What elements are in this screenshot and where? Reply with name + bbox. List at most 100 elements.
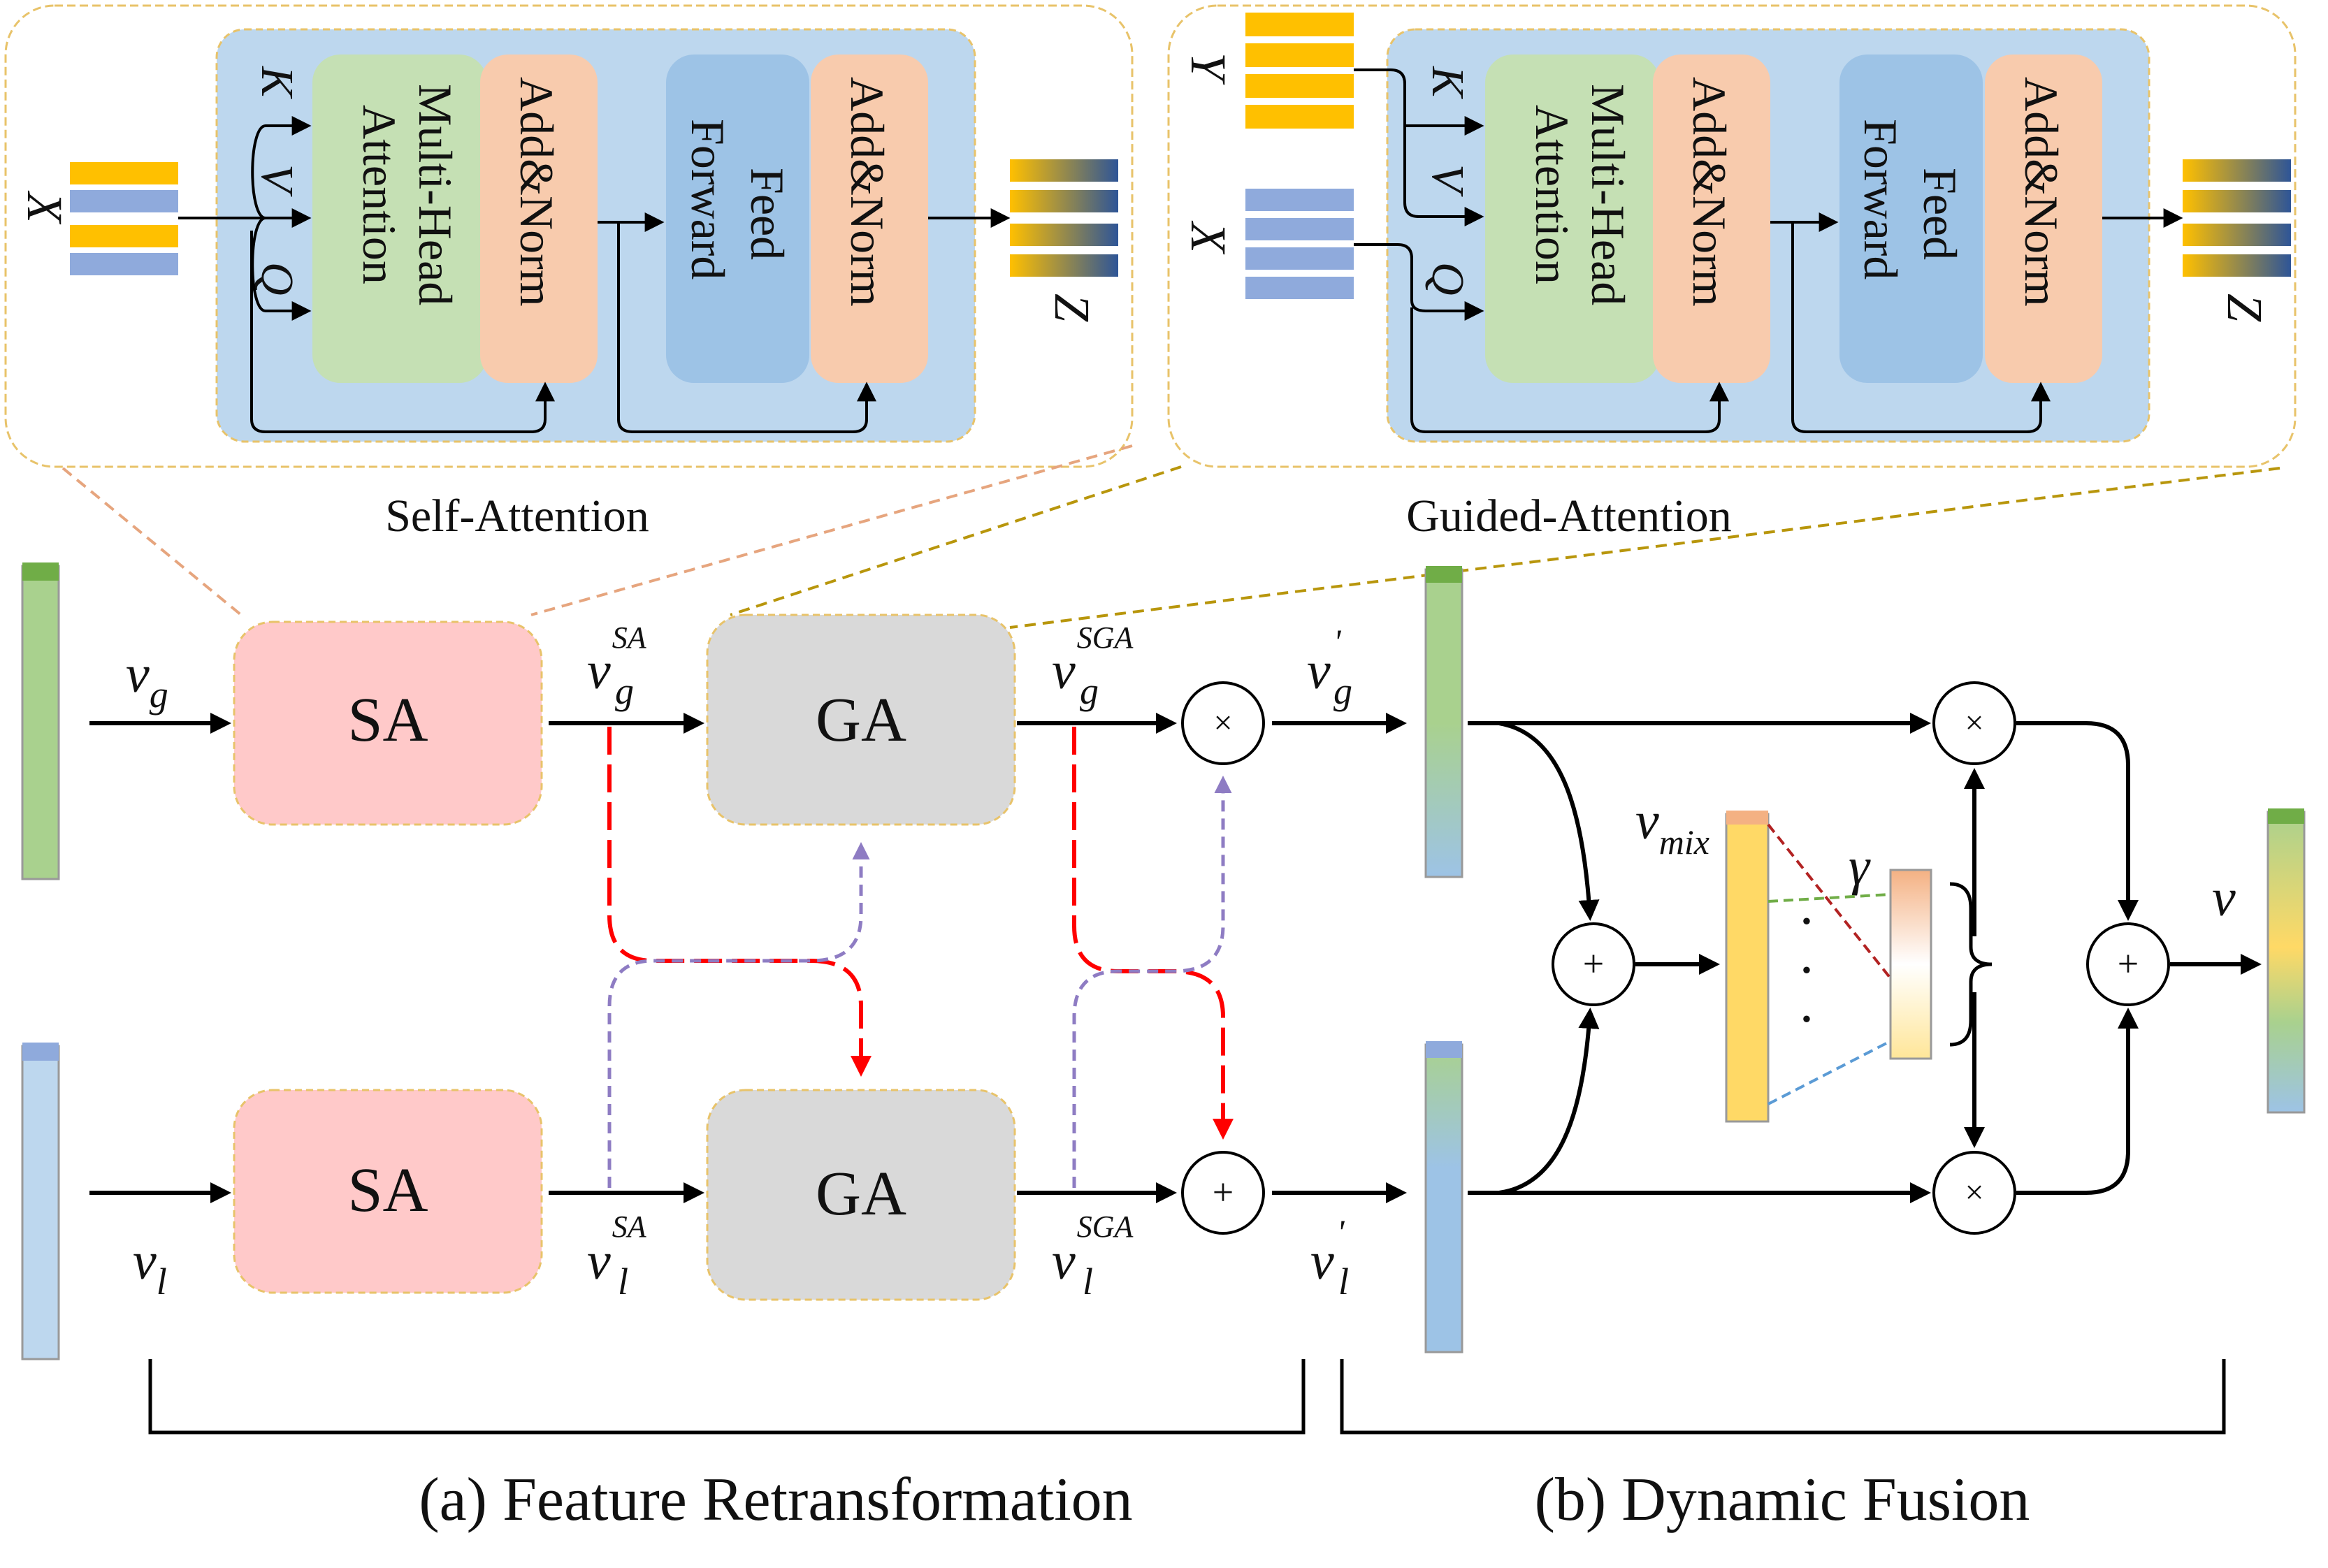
ga-ff-line1: Feed [1914,168,1967,260]
ga-y-to-k [1354,68,1484,136]
vmix-bar-top [1726,811,1768,825]
ga-q-label: Q [1422,262,1473,296]
sa-x-token-2 [70,190,178,212]
fusion-dots-3: · [1798,989,1816,1050]
sa-addnorm2-box [811,55,928,383]
red-dash-1 [607,727,872,1077]
ga-bottom-box [706,1089,1016,1301]
sa-ff-line1: Feed [741,168,794,260]
sa-bottom-box [233,1089,543,1294]
ga-y-token-1 [1245,13,1354,36]
fusion-dash-green [1767,893,1891,903]
sa-ff-box [666,55,809,383]
ga-residual1 [1410,307,1729,433]
ga-addnorm2-label: Add&Norm [2015,77,2068,307]
plus-symbol-a: + [1213,1171,1234,1213]
label-vmix: vmix [1635,792,1709,862]
vl-input-bar-top [22,1043,59,1061]
sa-top-label: SA [347,685,428,755]
ga-mha-box [1485,55,1660,383]
mult-symbol-bottom: × [1965,1174,1983,1211]
fusion-dots-2: · [1798,940,1816,1001]
ga-k-label: K [1422,66,1473,99]
ga-addnorm2-box [1985,55,2102,383]
label-vg: vg [126,645,168,716]
label-vl: vl [133,1232,167,1302]
vlp-bar [1424,1043,1463,1353]
sa-addnorm2-label: Add&Norm [841,77,894,307]
self-attention-detail: Multi-Head Attention Add&Norm Feed Forwa… [17,28,1118,443]
sa-x-token-4 [70,253,178,275]
ga-z-token-3 [2183,224,2291,246]
ga-z-token-2 [2183,190,2291,212]
vgp-bar [1424,568,1463,878]
label-v-out: v [2212,869,2236,927]
caption-a: (a) Feature Retransformation [419,1466,1132,1534]
sa-residual1 [250,231,555,433]
sa-top-box [233,620,543,826]
plus-symbol-merge: + [1583,943,1604,985]
arrow-vlp-to-merge [1498,1008,1600,1195]
sa-k-arrow [251,116,312,219]
zoom-line-ga-right [1009,467,2280,629]
sa-z-token-4 [1010,254,1118,277]
caption-b: (b) Dynamic Fusion [1535,1466,2030,1534]
arrow-vgp-to-merge [1498,721,1600,921]
ga-bottom-label: GA [816,1159,906,1228]
ga-v-label: V [1422,164,1473,197]
plus-circle-a [1181,1151,1265,1235]
purple-dash-2 [1072,776,1232,1188]
label-gamma: γ [1849,837,1871,896]
sa-k-label: K [252,66,303,99]
sa-bottom-label: SA [347,1156,428,1225]
label-vgp: v'g [1307,622,1352,712]
ga-y-token-4 [1245,105,1354,129]
ga-y-to-v [1403,126,1484,226]
sa-mha-line2: Attention [353,105,406,284]
gamma-brace [1949,882,1993,1047]
guided-attention-caption: Guided-Attention [1406,491,1732,542]
ga-x-to-q [1354,243,1484,321]
mult-circle-top [1932,681,2016,765]
ga-top-box [706,614,1016,826]
sa-ff-line2: Forward [681,119,735,280]
vg-input-bar-top [22,562,59,581]
vg-input-bar [21,565,60,880]
ga-top-label: GA [816,685,906,755]
ga-mha-line2: Attention [1526,105,1579,284]
ga-addnorm-label: Add&Norm [1683,77,1736,307]
red-dash-2 [1072,727,1234,1140]
ga-ff-line2: Forward [1854,119,1907,280]
arrow-multbottom-to-final [2016,1008,2139,1195]
sa-z-token-1 [1010,159,1118,182]
bracket-b [1340,1359,2226,1435]
vl-input-bar [21,1045,60,1360]
sa-z-token-3 [1010,224,1118,246]
sa-mha-box [312,55,487,383]
dynamic-fusion: vmix γ · · · + × × + v [1424,566,2306,1353]
ga-mha-line1: Multi-Head [1582,84,1635,305]
ga-y-label: Y [1180,52,1236,85]
ga-z-token-1 [2183,159,2291,182]
mult-circle-bottom [1932,1151,2016,1235]
ga-y-token-2 [1245,43,1354,67]
ga-x-label: X [1180,220,1236,255]
v-output-bar-top [2268,808,2304,824]
sa-addnorm-box [480,55,598,383]
fusion-dots-1: · [1798,891,1816,952]
ga-y-token-3 [1245,74,1354,98]
sa-x-token-1 [70,162,178,184]
zoom-line-sa-right [530,444,1133,616]
ga-x-token-2 [1245,218,1354,240]
ga-x-token-4 [1245,277,1354,299]
sa-z-token-2 [1010,190,1118,212]
ga-z-token-4 [2183,254,2291,277]
purple-dash-1 [607,842,870,1188]
vgp-bar-top [1426,566,1462,583]
gamma-bar [1889,869,1932,1060]
